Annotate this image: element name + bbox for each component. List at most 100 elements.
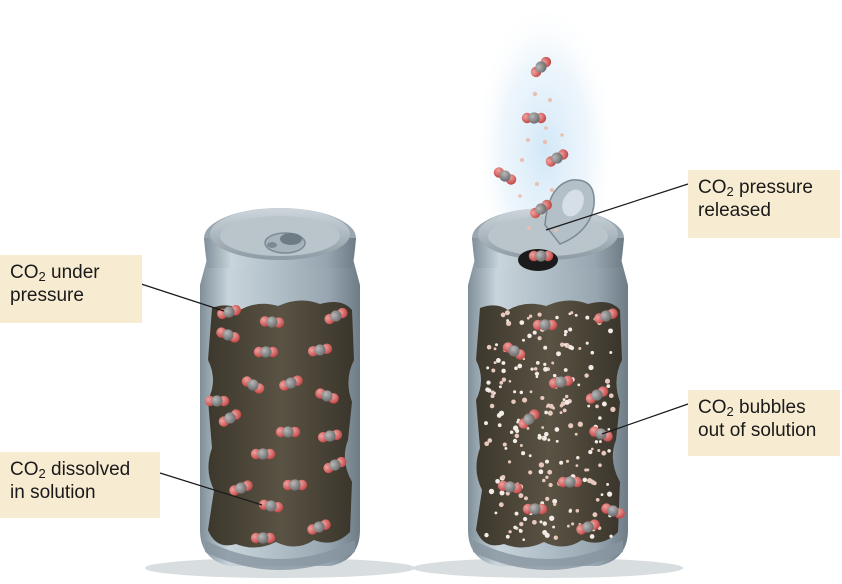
bubble <box>498 423 502 427</box>
bubble <box>553 503 556 506</box>
bubble <box>547 438 550 441</box>
bubble <box>598 463 602 467</box>
label-formula-subscript: 2 <box>39 466 46 481</box>
bubble <box>575 314 578 317</box>
bubble <box>489 489 494 494</box>
bubble <box>536 361 540 365</box>
bubble <box>555 316 559 320</box>
label-formula: CO <box>698 177 727 198</box>
bubble <box>520 391 524 395</box>
label-line1-text: pressure <box>734 177 813 198</box>
bubble <box>610 407 615 412</box>
bubble <box>552 526 555 529</box>
bubble <box>567 525 570 528</box>
bubble <box>588 450 592 454</box>
bubble <box>535 372 539 376</box>
bubble <box>515 512 519 516</box>
bubble <box>563 408 567 412</box>
bubble <box>548 411 553 416</box>
bubble <box>543 521 547 525</box>
right-soda-liquid <box>476 300 622 547</box>
bubble <box>609 535 612 538</box>
bubble <box>587 405 590 408</box>
label-co2-pressure-released: CO2 pressure released <box>688 170 840 238</box>
bubble <box>607 449 611 453</box>
bubble <box>499 385 502 388</box>
bubble <box>568 328 572 332</box>
bubble <box>583 478 588 483</box>
bubble <box>564 368 568 372</box>
bubble <box>484 441 489 446</box>
bubble <box>494 511 497 514</box>
label-line2-text: in solution <box>10 482 96 503</box>
bubble <box>560 411 563 414</box>
label-co2-bubbles-out: CO2 bubbles out of solution <box>688 390 840 456</box>
bubble <box>519 529 523 533</box>
bubble <box>539 462 544 467</box>
bubble <box>606 384 610 388</box>
bubble <box>521 451 525 455</box>
bubble <box>607 428 610 431</box>
bubble <box>543 346 547 350</box>
bubble <box>555 427 560 432</box>
bubble <box>541 426 544 429</box>
bubble <box>597 449 600 452</box>
bubble <box>495 343 498 346</box>
bubble <box>491 394 495 398</box>
bubble <box>511 399 516 404</box>
bubble <box>494 361 497 364</box>
label-formula-subscript: 2 <box>39 269 46 284</box>
bubble <box>570 311 573 314</box>
bubble <box>545 460 549 464</box>
bubble <box>549 516 554 521</box>
bubble <box>530 390 533 393</box>
bubble <box>539 469 544 474</box>
bubble <box>584 373 588 377</box>
bubble <box>486 366 489 369</box>
bubble <box>599 440 602 443</box>
bubble <box>576 509 580 513</box>
bubble <box>539 520 542 523</box>
bubble <box>513 390 516 393</box>
bubble <box>565 395 568 398</box>
bubble <box>545 476 548 479</box>
bubble <box>585 316 589 320</box>
bubble <box>568 423 573 428</box>
bubble <box>532 520 537 525</box>
label-formula: CO <box>10 459 39 480</box>
bubble <box>527 317 530 320</box>
bubble <box>501 361 505 365</box>
bubble <box>517 364 522 369</box>
bubble <box>601 493 604 496</box>
bubble <box>501 475 505 479</box>
bubble <box>506 535 510 539</box>
label-line1-text: under <box>46 262 100 283</box>
bubble <box>534 367 537 370</box>
bubble <box>609 393 614 398</box>
label-line2-text: pressure <box>10 285 84 306</box>
bubble <box>542 479 546 483</box>
bubble <box>515 434 520 439</box>
bubble <box>563 398 566 401</box>
bubble <box>506 319 509 322</box>
bubble <box>538 434 541 437</box>
bubble <box>551 362 554 365</box>
label-co2-under-pressure: CO2 under pressure <box>0 255 142 323</box>
bubble <box>497 413 502 418</box>
label-line2-text: released <box>698 200 771 221</box>
bubble <box>569 510 572 513</box>
label-co2-dissolved: CO2 dissolved in solution <box>0 452 160 518</box>
bubble <box>591 448 594 451</box>
bubble <box>499 490 504 495</box>
bubble <box>547 470 552 475</box>
bubble <box>578 347 581 350</box>
bubble <box>544 411 548 415</box>
bubble <box>513 425 518 430</box>
bubble <box>529 315 532 318</box>
bubble <box>553 374 557 378</box>
bubble <box>575 433 578 436</box>
bubble <box>576 456 579 459</box>
bubble <box>554 536 558 540</box>
bubble <box>609 351 612 354</box>
bubble <box>543 363 546 366</box>
